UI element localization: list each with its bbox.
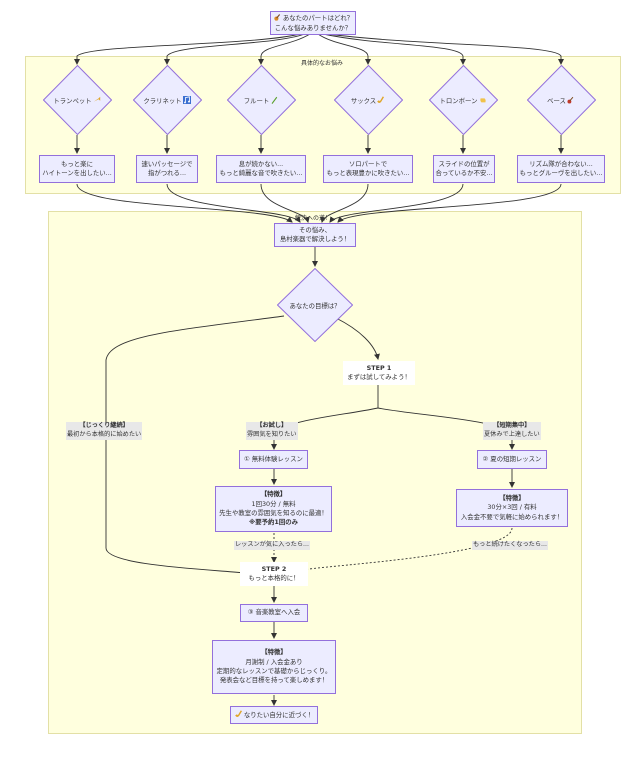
- instrument-label: フルート: [243, 96, 270, 105]
- saxophone-icon: [235, 710, 243, 718]
- trombone-icon: [479, 96, 487, 104]
- instrument-clarinet-decision[interactable]: クラリネット: [133, 65, 202, 135]
- flute-icon: [270, 96, 278, 104]
- final-node: なりたい自分に近づく！: [230, 706, 318, 724]
- bass-guitar-icon: [567, 96, 575, 104]
- saxophone-icon: [377, 96, 385, 104]
- edge-label-continue: もっと続けたくなったら...: [472, 541, 548, 550]
- summer-lesson-node[interactable]: ② 夏の短期レッスン: [477, 450, 547, 469]
- music-notes-icon: [182, 96, 191, 104]
- instrument-label: ベース: [547, 96, 566, 105]
- instrument-label: トランペット: [53, 96, 92, 105]
- edge-label-continuous: 【じっくり継続】最初から本格的に始めたい: [66, 422, 143, 440]
- instrument-trombone-decision[interactable]: トロンボーン: [429, 65, 498, 135]
- title-node: あなたのパートはどれ？ こんな悩みありませんか？: [270, 11, 356, 35]
- problem-trumpet: もっと楽にハイトーンを出したい...: [39, 155, 115, 183]
- subgraph-solution-title: 解決への道！: [294, 215, 331, 222]
- instrument-saxophone-decision[interactable]: サックス: [334, 65, 403, 135]
- trial-lesson-node[interactable]: ① 無料体験レッスン: [239, 450, 308, 469]
- goal-decision[interactable]: あなたの目標は？: [277, 268, 353, 342]
- problem-saxophone: ソロパートでもっと表現豊かに吹きたい...: [323, 155, 413, 183]
- instrument-label: サックス: [350, 96, 377, 105]
- problem-trombone: スライドの位置が合っているか不安...: [433, 155, 495, 183]
- enroll-feature-node: 【特徴】 月謝制 / 入会金あり 定期的なレッスンで基礎からじっくり。 発表会な…: [212, 640, 336, 694]
- instrument-flute-decision[interactable]: フルート: [227, 65, 296, 135]
- instrument-trumpet-decision[interactable]: トランペット: [43, 65, 112, 135]
- instrument-bass-decision[interactable]: ベース: [527, 65, 596, 135]
- guitar-icon: [274, 13, 282, 21]
- goal-decision-label: あなたの目標は？: [289, 301, 341, 310]
- solve-node: その悩み、島村楽器で解決しよう！: [274, 223, 356, 247]
- problem-flute: 息が続かない...もっと綺麗な音で吹きたい...: [216, 155, 306, 183]
- edge-label-trial: 【お試し】雰囲気を知りたい: [246, 422, 298, 440]
- summer-feature-node: 【特徴】 30分×3回 / 有料 入会金不要で気軽に始められます！: [456, 489, 568, 527]
- edge-label-intensive: 【短期集中】夏休みで上達したい: [483, 422, 541, 440]
- trial-feature-node: 【特徴】 1回30分 / 無料 先生や教室の雰囲気を知るのに最適！ ※要予約1回…: [215, 486, 332, 532]
- trumpet-icon: [93, 96, 101, 104]
- instrument-label: トロンボーン: [439, 96, 478, 105]
- problem-bass: リズム隊が合わない...もっとグルーヴを出したい...: [517, 155, 605, 183]
- problem-clarinet: 速いパッセージで指がつれる...: [136, 155, 198, 183]
- instrument-label: クラリネット: [143, 96, 182, 105]
- enroll-node[interactable]: ③ 音楽教室へ入会: [240, 604, 308, 622]
- subgraph-concerns-title: 具体的なお悩み: [300, 60, 343, 67]
- edge-label-liked: レッスンが気に入ったら...: [234, 541, 310, 550]
